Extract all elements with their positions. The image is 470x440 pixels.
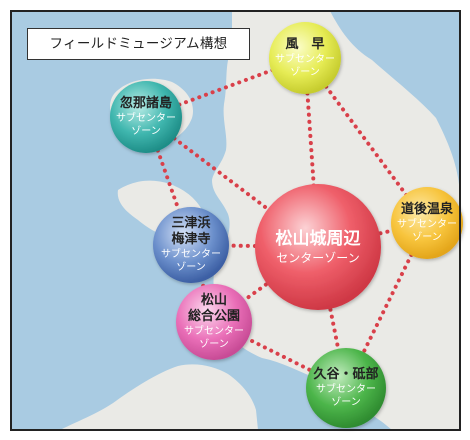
zone-circles [110,22,463,428]
zone-circle-center [255,184,381,310]
connector-dogo-kutani [344,221,429,390]
map-title: フィールドミュージアム構想 [27,28,250,60]
map-frame [10,10,461,431]
zone-circle-sogo [176,284,252,360]
zone-circle-kutsuna [110,81,182,153]
zone-circle-kazahaya [269,22,341,94]
zone-circle-mitsu [153,207,229,283]
land-southwest [60,364,258,430]
zone-circle-kutani [306,348,386,428]
zone-circle-dogo [391,187,463,259]
